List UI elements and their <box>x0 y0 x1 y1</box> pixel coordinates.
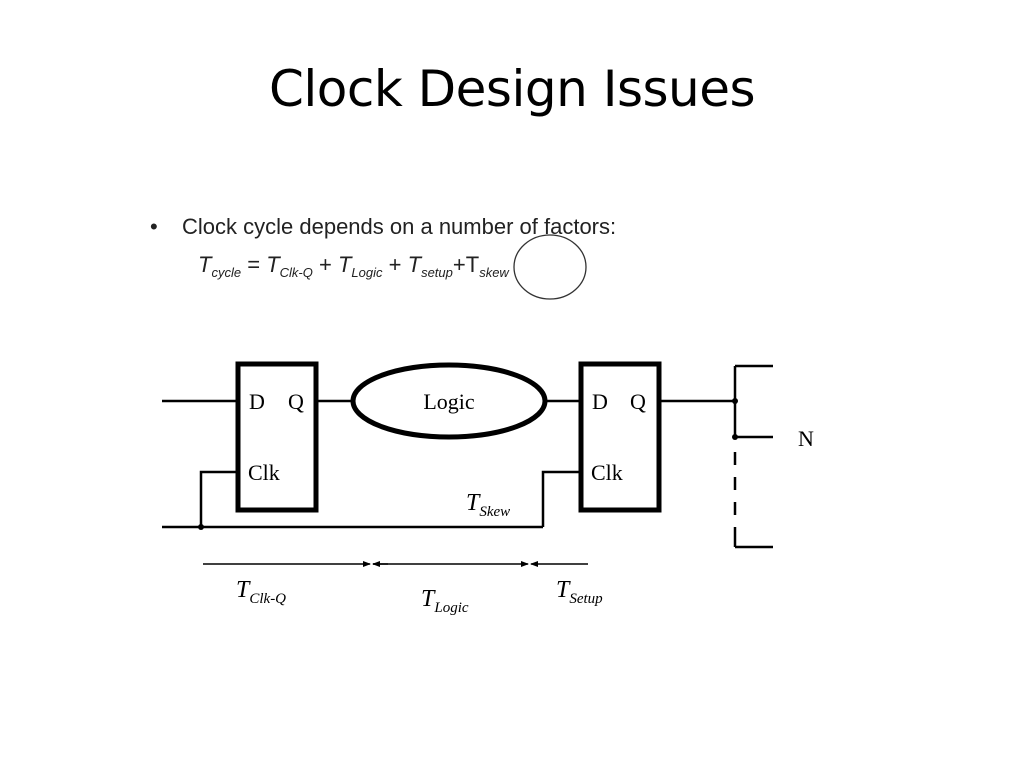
fanout-junction-mid <box>732 434 738 440</box>
ff1-d-label: D <box>249 389 265 414</box>
logic-label: Logic <box>423 389 475 414</box>
formula-t-logic: TLogic <box>337 252 383 280</box>
formula-plus: + <box>452 252 466 277</box>
formula-t-cycle: Tcycle <box>198 252 242 280</box>
t-logic-label: TLogic <box>421 586 469 616</box>
formula-plus: + <box>388 252 402 277</box>
formula-t-clkq: TClk-Q <box>266 252 313 280</box>
fanout-junction-top <box>732 398 738 404</box>
slide-title: Clock Design Issues <box>268 60 756 118</box>
ff1-q-label: Q <box>288 389 304 414</box>
clock-junction <box>198 524 204 530</box>
flip-flop-1 <box>235 361 319 513</box>
formula-t-skew: Tskew <box>465 252 509 280</box>
t-setup-label: TSetup <box>556 577 603 607</box>
fanout-label: N <box>798 426 814 451</box>
flip-flop-2 <box>578 361 662 513</box>
formula-equals: = <box>247 252 261 277</box>
skew-highlight-circle <box>513 234 587 300</box>
fanout-bracket <box>733 364 773 549</box>
t-skew-label: TSkew <box>466 490 510 520</box>
ff1-clk-label: Clk <box>248 460 280 485</box>
formula-t-setup: Tsetup <box>407 252 453 280</box>
t-clkq-label: TClk-Q <box>236 577 286 607</box>
ff2-q-label: Q <box>630 389 646 414</box>
ff2-clk-label: Clk <box>591 460 623 485</box>
cycle-formula: Tcycle = TClk-Q + TLogic + Tsetup+Tskew <box>198 252 509 280</box>
clock-wires <box>162 470 581 529</box>
formula-plus: + <box>318 252 332 277</box>
bullet-dot: • <box>150 214 158 239</box>
ff2-d-label: D <box>592 389 608 414</box>
